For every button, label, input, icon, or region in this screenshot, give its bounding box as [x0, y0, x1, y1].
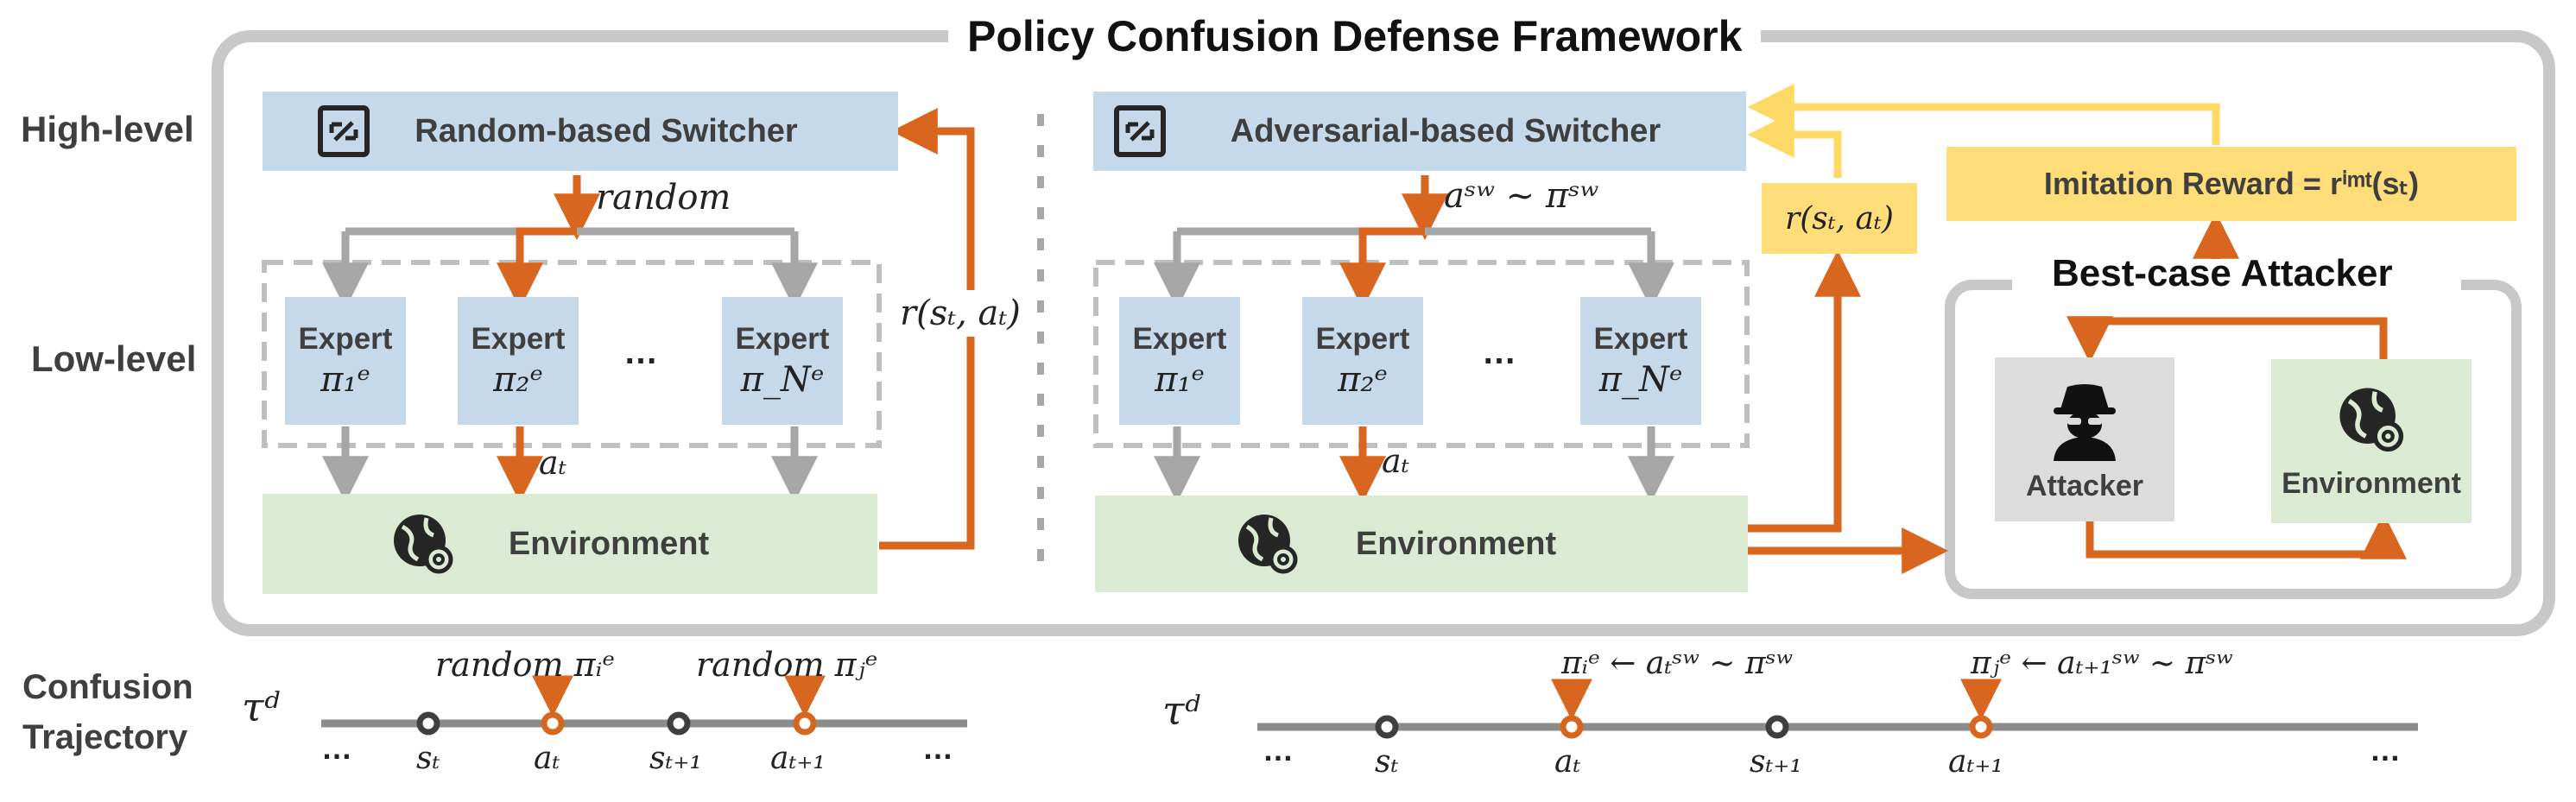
adversarial-choice-label: aˢʷ ~ πˢʷ — [1444, 176, 1599, 216]
left-node-at1 — [793, 711, 817, 736]
random-switcher-box: Random-based Switcher — [263, 92, 898, 171]
right-expert-n: Expert π_Nᵉ — [1580, 297, 1701, 425]
expert-policy: π₁ᵉ — [1155, 360, 1205, 400]
left-annotation-1: random πᵢᵉ — [435, 646, 615, 684]
expert-title: Expert — [471, 322, 566, 356]
left-node-st — [416, 711, 440, 736]
left-trailing-ellipsis: … — [922, 730, 953, 766]
left-node-st1 — [667, 711, 691, 736]
globe-gear-icon — [1238, 515, 1298, 574]
diagram-title: Policy Confusion Defense Framework — [948, 3, 1762, 69]
attacker-box: Attacker — [1995, 357, 2174, 521]
best-case-attacker-title: Best-case Attacker — [2052, 252, 2393, 294]
expert-title: Expert — [298, 322, 393, 356]
random-choice-label: random — [596, 178, 731, 218]
left-expert-group — [262, 260, 882, 448]
right-annotation-2: πⱼᵉ ← aₜ₊₁ˢʷ ~ πˢʷ — [1971, 646, 2233, 681]
expert-policy: π₂ᵉ — [1338, 360, 1388, 400]
right-expert-1: Expert π₁ᵉ — [1119, 297, 1240, 425]
left-node-at1-label: aₜ₊₁ — [770, 741, 826, 776]
spy-icon — [2054, 383, 2116, 461]
expert-policy: π₁ᵉ — [320, 360, 370, 400]
switch-icon — [318, 105, 370, 157]
left-reward-label: r(sₜ, aₜ) — [898, 290, 1022, 337]
right-node-at — [1560, 715, 1584, 739]
random-switcher-label: Random-based Switcher — [415, 112, 798, 149]
left-expert-2: Expert π₂ᵉ — [458, 297, 579, 425]
right-node-st1-label: sₜ₊₁ — [1750, 744, 1802, 780]
right-node-st — [1375, 715, 1399, 739]
right-node-st-label: sₜ — [1375, 744, 1399, 780]
left-node-st1-label: sₜ₊₁ — [649, 741, 702, 776]
right-expert-2: Expert π₂ᵉ — [1302, 297, 1423, 425]
expert-title: Expert — [1315, 322, 1410, 356]
trajectory-label: Trajectory — [22, 718, 188, 756]
expert-policy: π₂ᵉ — [493, 360, 543, 400]
left-environment-label: Environment — [508, 525, 710, 562]
right-tau-symbol: τᵈ — [1162, 687, 1200, 734]
right-environment-box: Environment — [1095, 496, 1748, 592]
right-expert-ellipsis: … — [1482, 333, 1516, 371]
left-expert-ellipsis: … — [623, 333, 658, 371]
right-node-at-label: aₜ — [1554, 744, 1581, 780]
left-leading-ellipsis: … — [321, 730, 352, 766]
low-level-label: Low-level — [31, 338, 197, 379]
reward-label: r(sₜ, aₜ) — [1785, 200, 1894, 237]
right-annotation-1: πᵢᵉ ← aₜˢʷ ~ πˢʷ — [1561, 646, 1794, 681]
left-expert-n: Expert π_Nᵉ — [722, 297, 843, 425]
attacker-label: Attacker — [2025, 469, 2144, 502]
left-annotation-2: random πⱼᵉ — [696, 646, 878, 684]
globe-gear-icon — [2339, 387, 2404, 452]
right-expert-group — [1093, 260, 1750, 448]
right-action-label: aₜ — [1382, 442, 1410, 480]
imitation-reward-box: Imitation Reward = rⁱᵐᵗ(sₜ) — [1946, 147, 2516, 221]
attacker-environment-box: Environment — [2271, 359, 2472, 523]
adversarial-switcher-box: Adversarial-based Switcher — [1093, 92, 1746, 171]
confusion-label: Confusion — [22, 668, 193, 706]
left-expert-1: Expert π₁ᵉ — [285, 297, 406, 425]
left-action-label: aₜ — [539, 444, 567, 482]
expert-policy: π_Nᵉ — [740, 360, 825, 400]
right-trailing-ellipsis: … — [2370, 732, 2401, 767]
switch-icon — [1114, 105, 1166, 157]
expert-title: Expert — [1593, 322, 1688, 356]
adversarial-switcher-label: Adversarial-based Switcher — [1230, 112, 1661, 149]
globe-gear-icon — [394, 515, 453, 574]
expert-title: Expert — [1132, 322, 1227, 356]
right-node-st1 — [1765, 715, 1789, 739]
right-node-at1-label: aₜ₊₁ — [1948, 744, 2003, 780]
left-node-at — [541, 711, 565, 736]
imitation-reward-label: Imitation Reward = rⁱᵐᵗ(sₜ) — [2043, 166, 2420, 201]
left-node-st-label: sₜ — [416, 741, 440, 776]
expert-title: Expert — [735, 322, 830, 356]
left-environment-box: Environment — [263, 494, 877, 594]
expert-policy: π_Nᵉ — [1598, 360, 1683, 400]
right-environment-label: Environment — [1355, 525, 1557, 562]
left-node-at-label: aₜ — [534, 741, 560, 776]
right-leading-ellipsis: … — [1263, 732, 1294, 767]
right-node-at1 — [1969, 715, 1993, 739]
attacker-environment-label: Environment — [2282, 466, 2461, 500]
reward-box: r(sₜ, aₜ) — [1762, 183, 1917, 254]
left-tau-symbol: τᵈ — [242, 684, 280, 730]
high-level-label: High-level — [21, 109, 194, 149]
